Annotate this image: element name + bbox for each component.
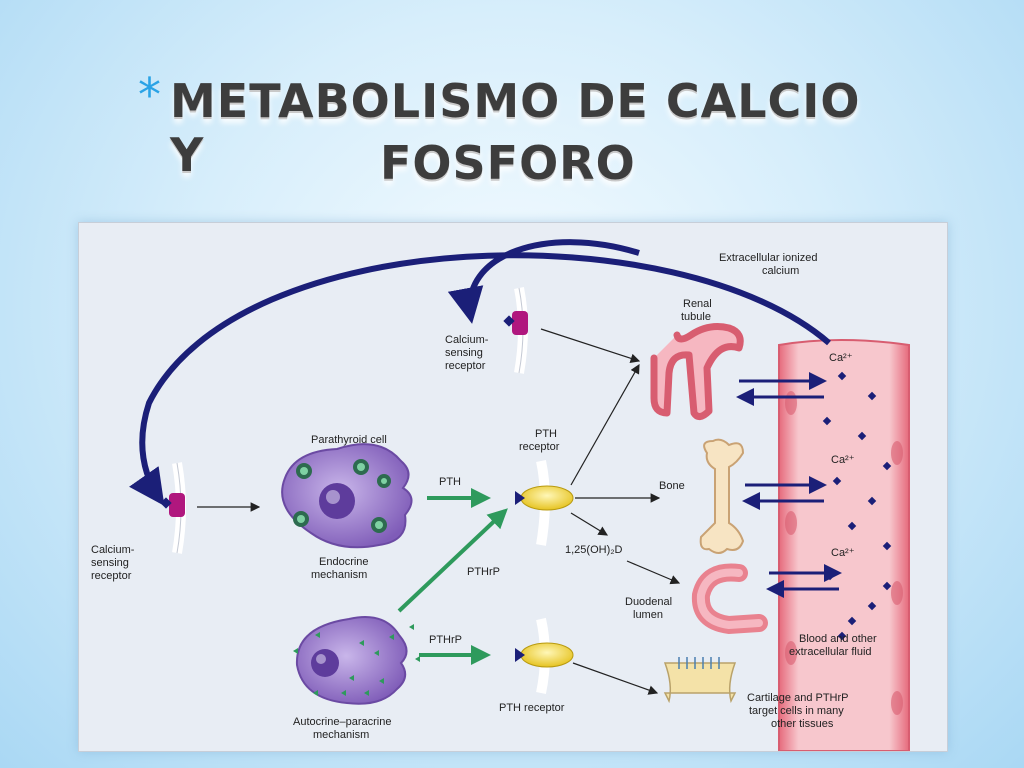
casr-left-label-2: sensing	[91, 557, 129, 569]
duodenal-label-2: lumen	[633, 609, 663, 621]
pth-receptor-bottom-label: PTH receptor	[499, 702, 565, 714]
extracellular-label-1: Extracellular ionized	[719, 252, 817, 264]
vitamin-d-label: 1,25(OH)₂D	[565, 544, 623, 556]
title-line-1: METABOLISMO DE CALCIO Y	[170, 74, 861, 182]
cartilage-label-3: other tissues	[771, 718, 834, 730]
feedback-arrow-inner	[447, 239, 640, 324]
renal-label-2: tubule	[681, 311, 711, 323]
cartilage	[663, 657, 737, 704]
casr-top-label-2: sensing	[445, 347, 483, 359]
endocrine-label-1: Endocrine	[319, 556, 369, 568]
parathyroid-cell	[281, 443, 413, 549]
renal-label-1: Renal	[683, 298, 712, 310]
pth-receptor-top-label-1: PTH	[535, 428, 557, 440]
extracellular-label-2: calcium	[762, 265, 799, 277]
bone-label: Bone	[659, 480, 685, 492]
casr-top-label-1: Calcium-	[445, 334, 489, 346]
pthrp-particles	[293, 624, 420, 696]
duodenal-label-1: Duodenal	[625, 596, 672, 608]
casr-left-label-3: receptor	[91, 570, 132, 582]
slide-title: * METABOLISMO DE CALCIO Y FOSFORO	[130, 62, 910, 202]
blood-vessel	[778, 339, 910, 752]
ca-label-1: Ca²⁺	[829, 352, 853, 364]
diagram-svg: Ca²⁺ Ca²⁺ Ca²⁺ Extracellular ionized cal…	[91, 239, 910, 752]
pthrp-diagonal-label: PTHrP	[467, 566, 500, 578]
ca-label-2: Ca²⁺	[831, 454, 855, 466]
cartilage-label-1: Cartilage and PTHrP	[747, 692, 849, 704]
renal-tubule	[650, 323, 744, 420]
parathyroid-label: Parathyroid cell	[311, 434, 387, 446]
autocrine-cell	[295, 616, 408, 705]
ca-label-3: Ca²⁺	[831, 547, 855, 559]
cartilage-label-2: target cells in many	[749, 705, 844, 717]
pthrp-diagonal-arrow	[397, 508, 508, 613]
calcium-regulation-diagram: Ca²⁺ Ca²⁺ Ca²⁺ Extracellular ionized cal…	[78, 222, 948, 752]
feedback-arrow-outer	[129, 252, 831, 506]
title-bullet-icon: *	[138, 68, 161, 122]
autocrine-label-1: Autocrine–paracrine	[293, 716, 391, 728]
calcium-sensing-receptor-left	[160, 462, 186, 554]
pth-receptor-top	[515, 459, 574, 546]
pth-receptor-top-label-2: receptor	[519, 441, 560, 453]
bone	[699, 438, 745, 554]
exchange-arrows	[736, 372, 842, 598]
blood-label-2: extracellular fluid	[789, 646, 872, 658]
pth-arrow-label: PTH	[439, 476, 461, 488]
casr-top-label-3: receptor	[445, 360, 486, 372]
pthrp-arrow-label: PTHrP	[429, 634, 462, 646]
endocrine-label-2: mechanism	[311, 569, 367, 581]
title-line-2: FOSFORO	[380, 136, 636, 190]
casr-left-label-1: Calcium-	[91, 544, 135, 556]
calcium-sensing-receptor-top	[503, 287, 528, 374]
autocrine-label-2: mechanism	[313, 729, 369, 741]
pth-receptor-bottom	[515, 617, 574, 695]
blood-label-1: Blood and other	[799, 633, 877, 645]
